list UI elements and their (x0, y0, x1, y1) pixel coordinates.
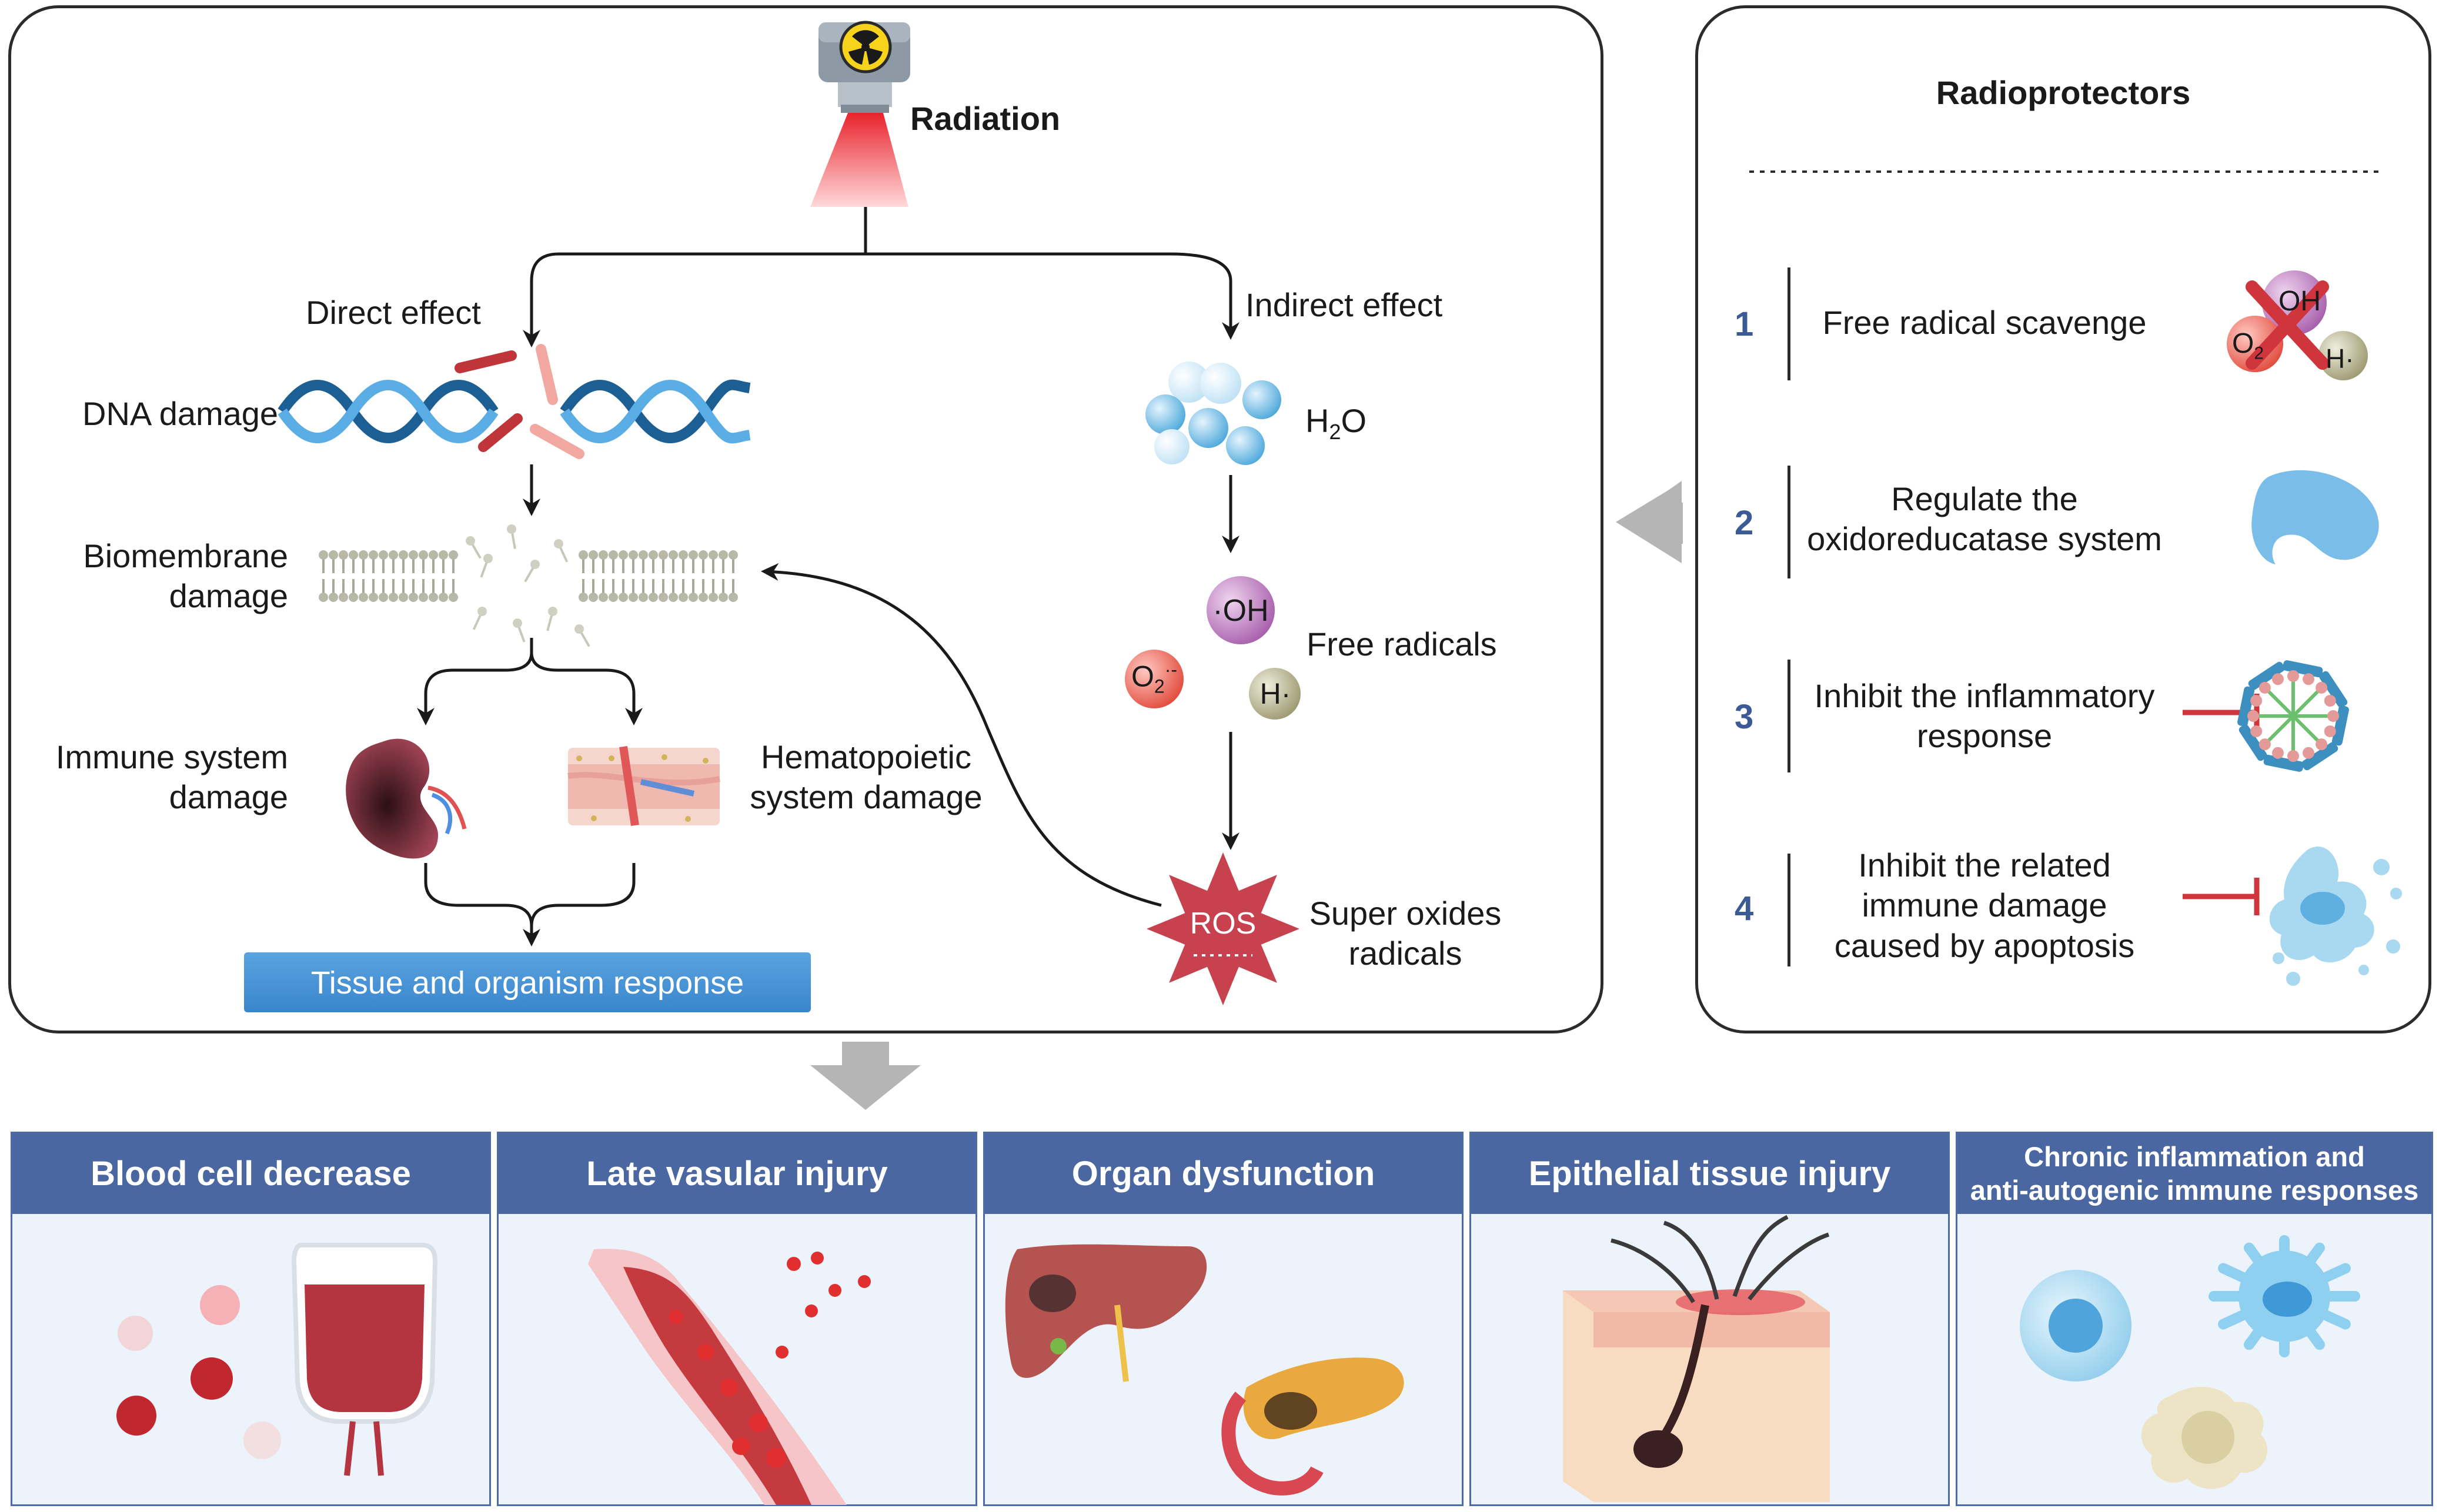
h-radical-label: H· (1259, 677, 1291, 710)
inflammasome-icon (2237, 660, 2349, 772)
crossed-radicals-icon (2227, 270, 2368, 380)
item-4-text: Inhibit the related immune damage caused… (1796, 845, 2173, 966)
item-4-number: 4 (1735, 889, 1754, 928)
outcome-blood-cell: Blood cell decrease (11, 1132, 491, 1506)
outcome-chronic: Chronic inflammation and anti-autogenic … (1956, 1132, 2433, 1506)
water-label: H2O (1305, 401, 1366, 445)
outcome-4-line1: Epithelial tissue injury (1528, 1155, 1891, 1193)
icon-o2-sub: 2 (2254, 343, 2264, 363)
lipid-bilayer-icon (319, 524, 738, 647)
enzyme-icon (2251, 470, 2379, 564)
item-1-icon-o2: O2 (2232, 327, 2264, 364)
hematopoietic-damage-label: Hematopoietic system damage (734, 737, 998, 818)
outcome-4-header: Epithelial tissue injury (1471, 1133, 1948, 1214)
item-3-number: 3 (1735, 698, 1754, 736)
item-3-bar (1788, 660, 1790, 772)
water-sub: 2 (1329, 420, 1341, 444)
o2-sub: 2 (1154, 675, 1165, 697)
outcome-5-line2: anti-autogenic immune responses (1970, 1174, 2419, 1206)
super-line1: Super oxides (1309, 895, 1502, 932)
biomembrane-line2: damage (169, 577, 288, 615)
water-o: O (1341, 402, 1367, 439)
item-1-number: 1 (1735, 305, 1754, 343)
mechanism-panel (8, 5, 1603, 1033)
item-1-icon-oh: OH (2278, 286, 2321, 317)
down-gray-arrow (810, 1042, 921, 1110)
item-2-number: 2 (1735, 504, 1754, 542)
item-2-line2: oxidoreducatase system (1807, 520, 2162, 558)
immune-line1: Immune system (55, 738, 288, 775)
item-4-bar (1788, 854, 1790, 966)
outcome-vascular: Late vasular injury (497, 1132, 977, 1506)
item-1-text: Free radical scavenge (1796, 303, 2173, 343)
dna-helix-icon (278, 344, 751, 459)
bone-marrow-icon (567, 745, 720, 827)
oh-radical-label: ·OH (1212, 594, 1269, 628)
radioprotectors-title: Radioprotectors (1936, 74, 2191, 111)
item-2-bar (1788, 466, 1790, 578)
outcome-organ: Organ dysfunction (983, 1132, 1464, 1506)
super-oxides-label: Super oxides radicals (1282, 894, 1529, 974)
item-4-line2: immune damage (1862, 887, 2107, 924)
free-radicals-icon (1125, 576, 1301, 720)
indirect-effect-label: Indirect effect (1245, 286, 1443, 323)
item-4-line3: caused by apoptosis (1834, 926, 2135, 964)
outcome-5-line1: Chronic inflammation and (2024, 1141, 2365, 1173)
apoptotic-cell-icon (2269, 847, 2402, 986)
spleen-icon (346, 738, 467, 859)
o2-radical-label: O2·- (1120, 658, 1188, 698)
free-radicals-label: Free radicals (1307, 625, 1497, 663)
radiation-source-icon (810, 21, 910, 207)
dna-damage-label: DNA damage (82, 395, 279, 432)
immune-damage-label: Immune system damage (24, 737, 288, 818)
icon-o2-o: O (2232, 328, 2254, 359)
outcome-2-line1: Late vasular injury (586, 1155, 888, 1193)
hemato-line2: system damage (750, 778, 983, 816)
item-4-line1: Inhibit the related (1858, 847, 2111, 884)
direct-effect-label: Direct effect (306, 294, 481, 331)
item-3-line1: Inhibit the inflammatory (1814, 677, 2155, 714)
biomembrane-line1: Biomembrane (83, 537, 288, 574)
outcome-3-line1: Organ dysfunction (1071, 1155, 1375, 1193)
outcome-5-header: Chronic inflammation and anti-autogenic … (1957, 1133, 2431, 1214)
outcome-2-header: Late vasular injury (499, 1133, 975, 1214)
immune-line2: damage (169, 778, 288, 816)
ros-star-icon (1147, 852, 1299, 1005)
o2-sup: ·- (1164, 659, 1177, 680)
water-molecules-icon (1145, 362, 1281, 465)
hemato-line1: Hematopoietic (761, 738, 971, 775)
water-h: H (1305, 402, 1329, 439)
ros-label: ROS (1190, 906, 1257, 941)
o2-o: O (1131, 660, 1154, 693)
item-2-text: Regulate the oxidoreducatase system (1796, 479, 2173, 560)
outcome-3-header: Organ dysfunction (985, 1133, 1462, 1214)
outcome-1-line1: Blood cell decrease (91, 1155, 411, 1193)
outcome-epithelial: Epithelial tissue injury (1469, 1132, 1950, 1506)
super-line2: radicals (1348, 935, 1462, 972)
radiation-label: Radiation (910, 100, 1061, 137)
tissue-response-label: Tissue and organism response (310, 965, 744, 1001)
item-1-line1: Free radical scavenge (1822, 304, 2147, 341)
outcome-1-header: Blood cell decrease (12, 1133, 489, 1214)
item-1-bar (1788, 267, 1790, 380)
biomembrane-damage-label: Biomembrane damage (47, 536, 288, 617)
item-1-icon-h: H· (2326, 343, 2354, 374)
item-3-line2: response (1916, 717, 2053, 755)
tissue-response-bar (244, 952, 811, 1012)
item-3-text: Inhibit the inflammatory response (1796, 676, 2173, 757)
item-2-line1: Regulate the (1891, 480, 2078, 517)
